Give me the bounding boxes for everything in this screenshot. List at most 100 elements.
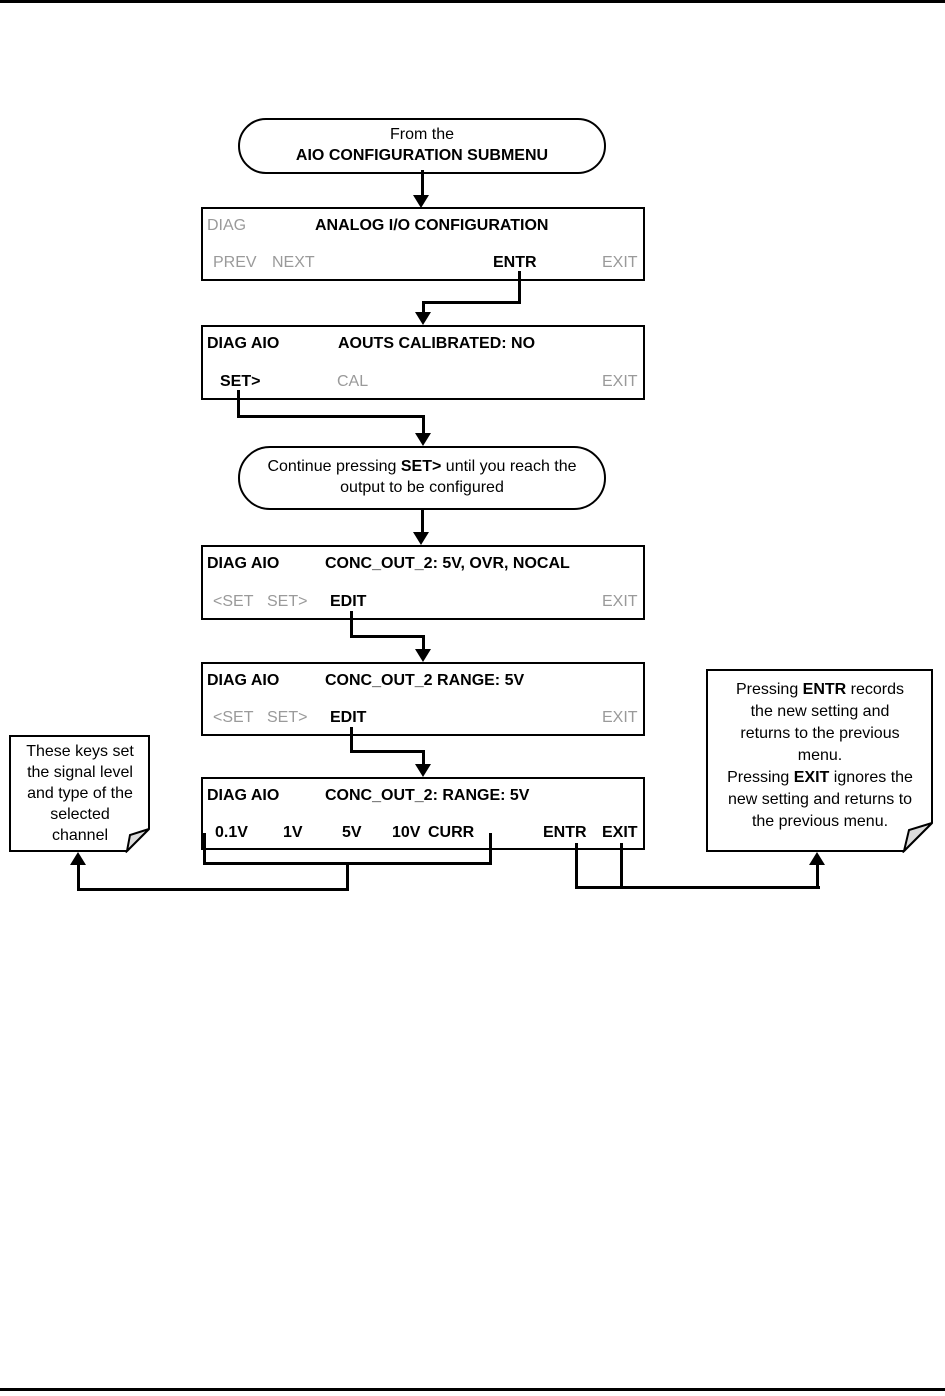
softkey-5v[interactable]: 5V [342, 824, 362, 841]
arrow-down-icon [415, 312, 431, 325]
softkey-set-left[interactable]: <SET [213, 593, 254, 610]
connector-line [422, 301, 521, 304]
note-key-entr: ENTR [802, 681, 847, 698]
note-line: the signal level [27, 764, 133, 781]
screen-aouts-calibrated: DIAG AIO AOUTS CALIBRATED: NO SET> CAL E… [201, 325, 645, 400]
arrow-down-icon [415, 433, 431, 446]
softkey-prev[interactable]: PREV [213, 254, 257, 271]
note-line: and type of the [27, 785, 133, 802]
connector-line [422, 415, 425, 434]
menu-tag: DIAG AIO [207, 335, 280, 352]
bracket-tick [620, 843, 623, 889]
note-fold-icon [902, 822, 933, 853]
softkey-1v[interactable]: 1V [283, 824, 303, 841]
connector-line [237, 390, 240, 418]
hint-line2: output to be configured [340, 479, 504, 496]
arrow-down-icon [413, 195, 429, 208]
bracket-tick [489, 833, 492, 865]
screen-title: AOUTS CALIBRATED: NO [338, 335, 536, 352]
softkey-curr[interactable]: CURR [428, 824, 475, 841]
arrow-down-icon [415, 764, 431, 777]
connector-line [350, 635, 425, 638]
connector-line [237, 415, 425, 418]
note-line: the new setting and [750, 703, 890, 720]
note-line: new setting and returns to [727, 791, 913, 808]
softkey-exit[interactable]: EXIT [602, 254, 638, 271]
connector-line [575, 886, 820, 889]
note-line: selected [50, 806, 110, 823]
note-segment: Pressing [727, 769, 794, 786]
note-entr-exit: Pressing ENTR records the new setting an… [706, 669, 934, 853]
softkey-entr[interactable]: ENTR [543, 824, 587, 841]
note-signal-keys: These keys set the signal level and type… [9, 735, 151, 853]
connector-line [77, 864, 80, 891]
note-line: menu. [797, 747, 843, 764]
note-line: channel [51, 827, 109, 844]
note-shape [706, 669, 933, 853]
page-bottom-border [0, 1388, 945, 1391]
softkey-cal[interactable]: CAL [337, 373, 369, 390]
softkey-10v[interactable]: 10V [392, 824, 421, 841]
softkey-exit[interactable]: EXIT [602, 373, 638, 390]
screen-conc-out-2-range: DIAG AIO CONC_OUT_2 RANGE: 5V <SET SET> … [201, 662, 645, 736]
note-segment: ignores the [829, 769, 913, 786]
arrow-up-icon [809, 852, 825, 865]
bracket-tick [203, 833, 206, 865]
softkey-next[interactable]: NEXT [272, 254, 315, 271]
softkey-set-right[interactable]: SET> [267, 593, 308, 610]
note-line: Pressing EXIT ignores the [706, 767, 934, 789]
arrow-down-icon [415, 649, 431, 662]
connector-line [422, 301, 425, 313]
note-shape [9, 735, 150, 853]
connector-line [350, 750, 425, 753]
connector-line [422, 635, 425, 651]
screen-title: ANALOG I/O CONFIGURATION [315, 217, 549, 234]
note-fold-icon [125, 828, 150, 853]
screen-analog-io-configuration: DIAG ANALOG I/O CONFIGURATION PREV NEXT … [201, 207, 645, 281]
arrow-up-icon [70, 852, 86, 865]
note-text: Pressing ENTR records the new setting an… [706, 669, 934, 833]
screen-conc-out-2-summary: DIAG AIO CONC_OUT_2: 5V, OVR, NOCAL <SET… [201, 545, 645, 620]
softkey-exit[interactable]: EXIT [602, 593, 638, 610]
connector-line [350, 611, 353, 638]
softkey-exit[interactable]: EXIT [602, 824, 638, 841]
hint-text: Continue pressing [267, 458, 401, 475]
connector-line [422, 750, 425, 765]
softkey-exit[interactable]: EXIT [602, 709, 638, 726]
softkey-edit[interactable]: EDIT [330, 709, 367, 726]
menu-tag: DIAG AIO [207, 672, 280, 689]
note-line: the previous menu. [751, 813, 889, 830]
connector-line [346, 862, 349, 891]
start-terminator: From the AIO CONFIGURATION SUBMENU [238, 118, 606, 174]
screen-title: CONC_OUT_2 RANGE: 5V [325, 672, 525, 689]
arrow-down-icon [413, 532, 429, 545]
menu-tag: DIAG [207, 217, 247, 234]
hint-key-set: SET> [400, 458, 442, 475]
connector-line [518, 271, 521, 304]
connector-line [421, 170, 424, 196]
page-top-border [0, 0, 945, 3]
softkey-set-right[interactable]: SET> [267, 709, 308, 726]
screen-title: CONC_OUT_2: 5V, OVR, NOCAL [325, 555, 570, 572]
note-key-exit: EXIT [793, 769, 830, 786]
note-line: Pressing ENTR records [706, 679, 934, 701]
menu-tag: DIAG AIO [207, 787, 280, 804]
connector-line [77, 888, 349, 891]
note-segment: Pressing [735, 681, 803, 698]
softkey-set-right[interactable]: SET> [220, 373, 261, 390]
screen-conc-out-2-range-edit: DIAG AIO CONC_OUT_2: RANGE: 5V 0.1V 1V 5… [201, 777, 645, 850]
screen-title: CONC_OUT_2: RANGE: 5V [325, 787, 530, 804]
softkey-0-1v[interactable]: 0.1V [215, 824, 248, 841]
note-text: These keys set the signal level and type… [9, 735, 151, 846]
hint-terminator: Continue pressing SET> until you reach t… [238, 446, 606, 510]
start-terminator-line2: AIO CONFIGURATION SUBMENU [295, 147, 549, 164]
bracket-tick [575, 843, 578, 889]
start-terminator-line1: From the [389, 126, 454, 143]
softkey-edit[interactable]: EDIT [330, 593, 367, 610]
softkey-entr[interactable]: ENTR [493, 254, 537, 271]
connector-line [816, 864, 819, 889]
softkey-set-left[interactable]: <SET [213, 709, 254, 726]
hint-text: until you reach the [441, 458, 577, 475]
menu-tag: DIAG AIO [207, 555, 280, 572]
